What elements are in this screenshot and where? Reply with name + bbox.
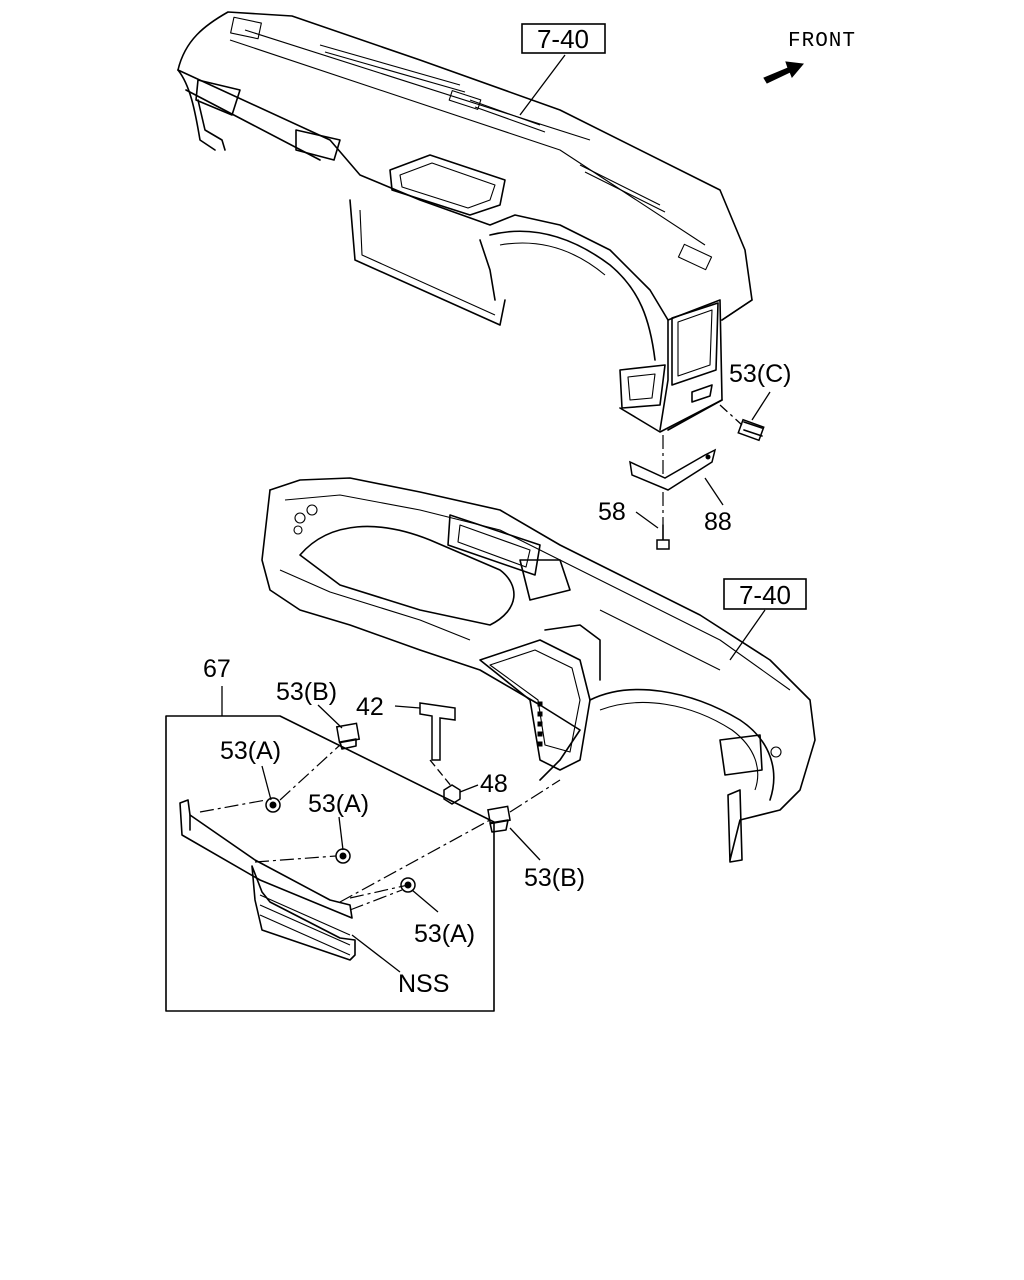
bracket-42-icon — [419, 702, 456, 761]
clip-53a-2-icon — [335, 848, 351, 864]
clip-53a-1-icon — [265, 797, 281, 813]
callout-67: 67 — [203, 655, 231, 683]
callout-58: 58 — [598, 498, 626, 526]
bracket-88-icon — [629, 448, 717, 491]
callout-53c: 53(C) — [729, 360, 792, 388]
clip-53b-bottom-icon — [487, 805, 511, 833]
front-label: FRONT — [788, 30, 856, 53]
callout-nss: NSS — [398, 970, 449, 998]
callout-53b-top: 53(B) — [276, 678, 337, 706]
cross-beam-frame-drawing — [261, 477, 816, 863]
leader-lines — [221, 54, 771, 973]
ref-label-lower: 7-40 — [739, 580, 791, 610]
callout-42: 42 — [356, 693, 384, 721]
arrow-up-right-icon — [763, 61, 804, 84]
callout-53a-3: 53(A) — [414, 920, 475, 948]
instrument-panel-drawing — [177, 11, 753, 433]
ref-box-lower — [723, 578, 807, 610]
bolt-58-icon — [656, 524, 670, 550]
ref-box-upper — [521, 23, 606, 54]
assembly-67-box — [165, 715, 495, 1012]
callout-53b-bottom: 53(B) — [524, 864, 585, 892]
screw-53c-icon — [737, 418, 765, 442]
ref-label-upper: 7-40 — [537, 24, 589, 54]
callout-48: 48 — [480, 770, 508, 798]
callout-88: 88 — [704, 508, 732, 536]
callout-53a-2: 53(A) — [308, 790, 369, 818]
callout-53a-1: 53(A) — [220, 737, 281, 765]
